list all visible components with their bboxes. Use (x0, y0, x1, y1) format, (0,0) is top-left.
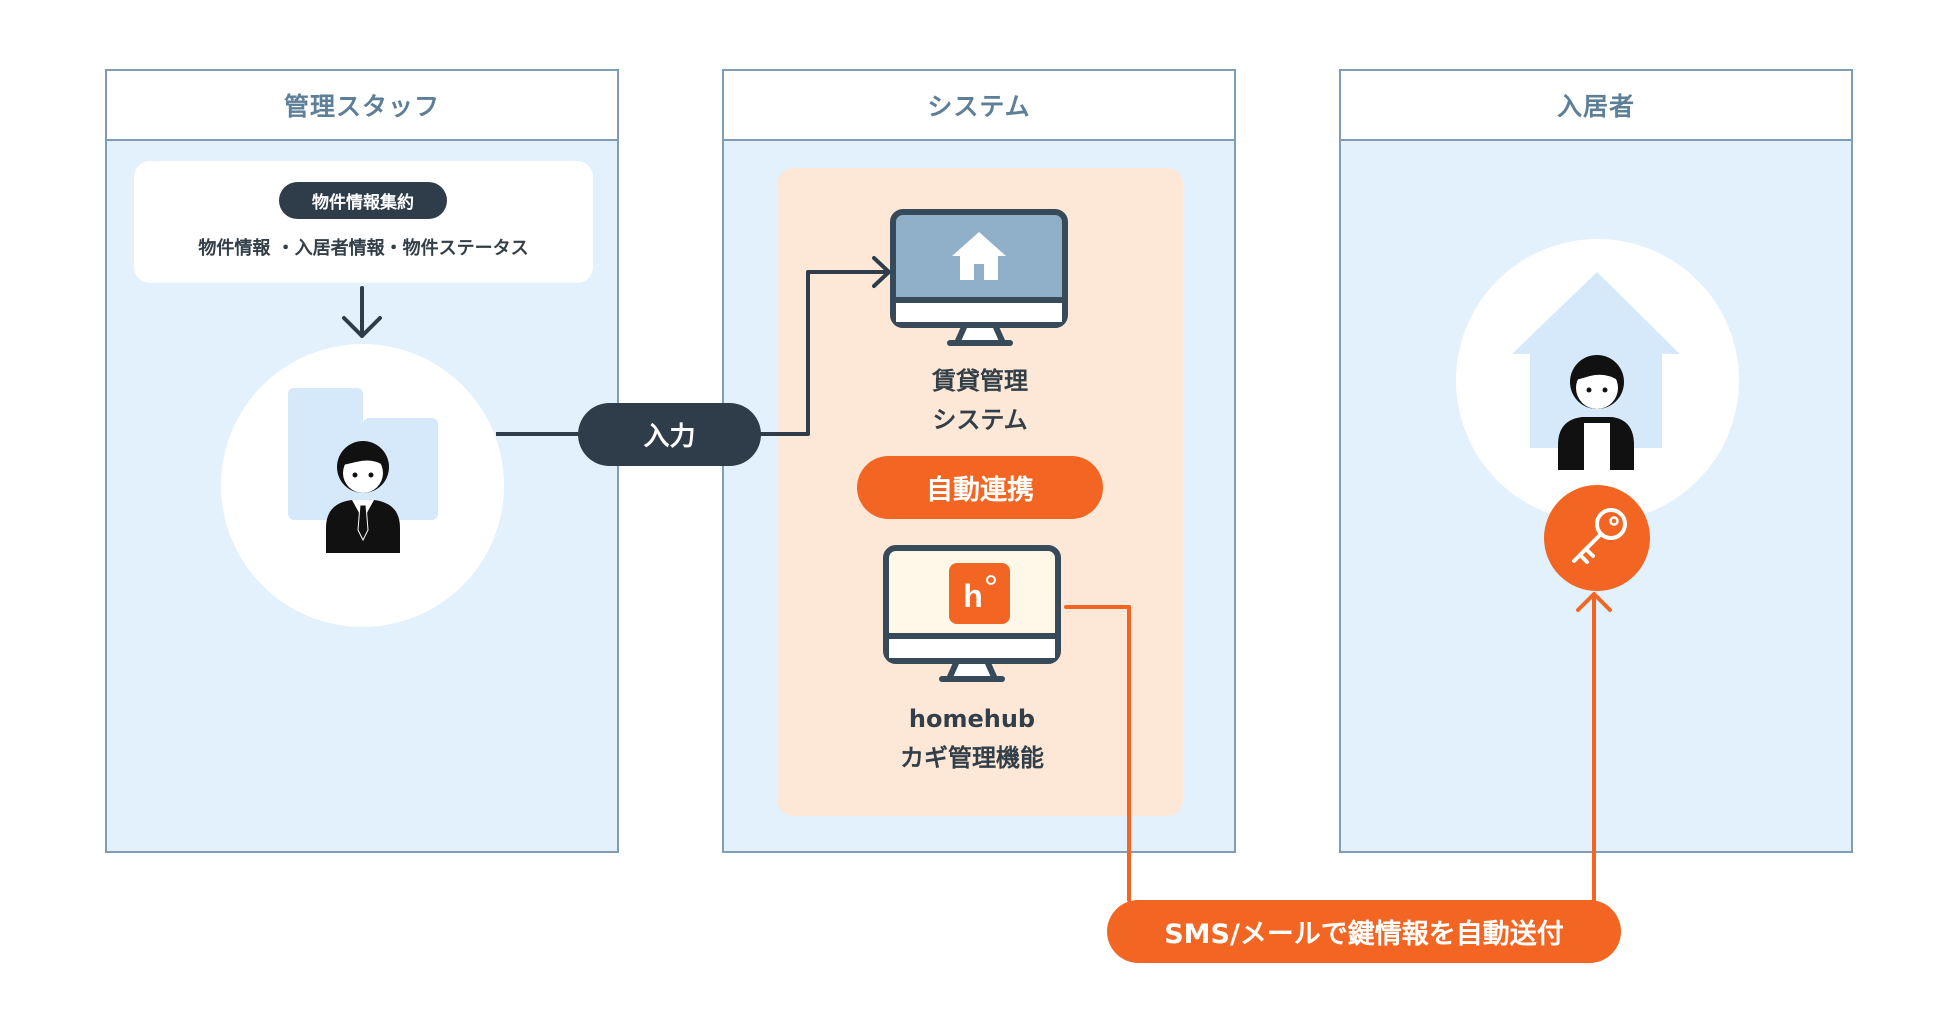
monitor-home-icon (890, 209, 1068, 346)
property-info-card (134, 161, 593, 283)
building-icon (288, 388, 438, 520)
staff-person-icon (326, 441, 400, 553)
property-info-badge: 物件情報集約 (279, 182, 447, 219)
sms-email-badge: SMS/メールで鍵情報を自動送付 (1107, 900, 1621, 963)
homehub-logo-text: h (963, 578, 983, 614)
column-system-title: システム (724, 71, 1234, 141)
homehub-to-resident-connector (1064, 592, 1612, 902)
column-resident-title: 入居者 (1341, 71, 1851, 141)
rental-system-label: 賃貸管理 システム (830, 362, 1130, 440)
input-badge: 入力 (578, 403, 761, 466)
resident-person-icon (1558, 355, 1634, 470)
homehub-label-line2: カギ管理機能 (900, 744, 1044, 772)
homehub-label-line1: homehub (908, 705, 1036, 733)
auto-link-badge: 自動連携 (857, 456, 1103, 519)
down-arrow-icon (342, 286, 382, 338)
homehub-label: homehub カギ管理機能 (822, 700, 1122, 778)
rental-system-label-line2: システム (932, 406, 1028, 434)
monitor-homehub-icon: h (883, 545, 1061, 682)
column-staff-title: 管理スタッフ (107, 71, 617, 141)
input-to-system-arrow (759, 256, 891, 436)
key-icon (1544, 485, 1650, 591)
rental-system-label-line1: 賃貸管理 (932, 367, 1028, 395)
property-info-text: 物件情報 ・入居者情報・物件ステータス (198, 238, 529, 259)
